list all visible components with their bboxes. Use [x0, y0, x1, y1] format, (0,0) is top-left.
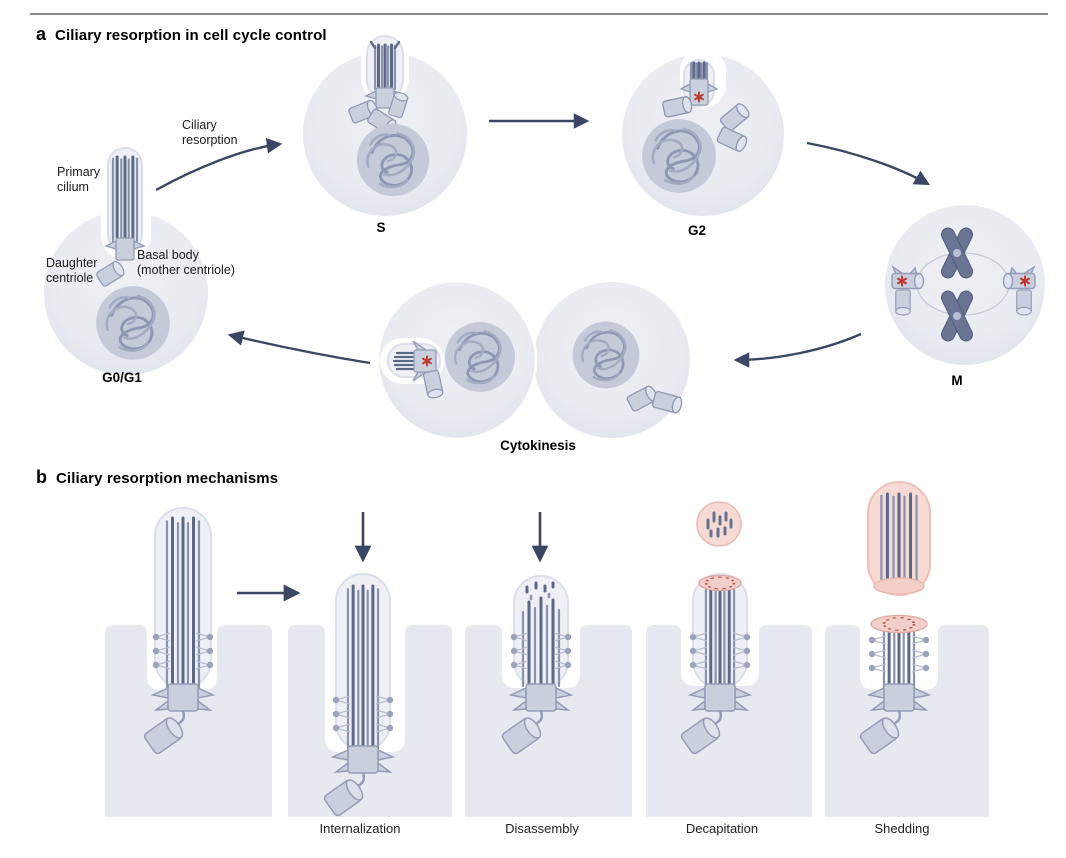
panel-b-letter: b — [36, 467, 47, 487]
panel-a-illustration — [44, 30, 1045, 441]
mechanism-label-internalization: Internalization — [319, 821, 401, 836]
axoneme-remnant — [690, 62, 708, 81]
stage-label-g2: G2 — [687, 223, 706, 238]
arrow-cytokinesis-to-g0g1 — [227, 330, 371, 365]
nucleus — [94, 284, 172, 362]
shed-axoneme — [879, 492, 919, 588]
axoneme — [167, 518, 199, 688]
axoneme-remnant — [392, 351, 418, 371]
annotation-primary-cilium: Primary cilium — [57, 165, 101, 195]
nucleus — [355, 122, 431, 198]
daughter-centriole — [96, 260, 125, 287]
axoneme — [111, 155, 139, 243]
basal-body — [412, 340, 437, 382]
axoneme — [348, 586, 378, 748]
cell-cycle-arrows — [155, 113, 931, 368]
axoneme — [704, 586, 736, 690]
arrow-g2-to-m — [806, 141, 931, 186]
cell-block — [465, 625, 632, 817]
cell-block — [288, 625, 452, 817]
arrow-g0g1-to-s — [155, 138, 283, 192]
cell-s — [303, 30, 467, 216]
cell-blocks — [105, 625, 989, 817]
mechanism-arrows — [237, 512, 549, 602]
diagram-decapitation — [678, 501, 752, 757]
cell-block — [105, 625, 272, 817]
cell-m — [885, 205, 1045, 365]
scission-ring — [704, 576, 736, 590]
axoneme-stub — [374, 44, 396, 90]
panel-b-title: Ciliary resorption mechanisms — [56, 470, 279, 487]
cell-block — [646, 625, 812, 817]
top-rule-divider — [30, 13, 1048, 15]
cut-surface — [870, 614, 928, 634]
stage-label-g0g1: G0/G1 — [102, 370, 142, 385]
cells-cytokinesis — [376, 279, 690, 441]
nucleus — [443, 320, 517, 394]
diagram-primary-cilium — [141, 507, 215, 757]
panel-b-illustration — [105, 481, 989, 819]
arrow-m-to-cytokinesis — [733, 332, 862, 368]
panel-b-header: b Ciliary resorption mechanisms — [36, 467, 278, 488]
mechanism-label-disassembly: Disassembly — [505, 821, 579, 836]
stage-label-cytokinesis: Cytokinesis — [500, 438, 576, 453]
annotation-daughter-centriole: Daughter centriole — [46, 256, 98, 286]
stage-label-m: M — [951, 373, 963, 388]
nucleus — [640, 117, 718, 195]
basal-body — [104, 237, 146, 261]
diagram-disassembly — [499, 575, 573, 757]
panel-a-title: Ciliary resorption in cell cycle control — [55, 27, 327, 44]
panel-a-header: a Ciliary resorption in cell cycle contr… — [36, 24, 327, 45]
diagram-shedding — [857, 481, 931, 757]
stage-label-s: S — [376, 220, 386, 235]
nucleus — [571, 320, 641, 390]
shed-cilium-base — [873, 577, 925, 595]
vesicle-fragments — [706, 511, 733, 538]
annotation-basal-body: Basal body (mother centriole) — [137, 248, 235, 278]
diagram-internalization — [321, 573, 395, 819]
annotation-ciliary-resorption: Ciliary resorption — [182, 118, 238, 148]
cell-block — [825, 625, 989, 817]
axoneme-stub — [882, 628, 916, 690]
cell-g2 — [622, 48, 784, 216]
mechanism-label-decapitation: Decapitation — [685, 821, 759, 836]
mechanism-label-shedding: Shedding — [874, 821, 930, 836]
panel-a-letter: a — [36, 24, 47, 44]
cell-g0g1 — [44, 147, 208, 375]
